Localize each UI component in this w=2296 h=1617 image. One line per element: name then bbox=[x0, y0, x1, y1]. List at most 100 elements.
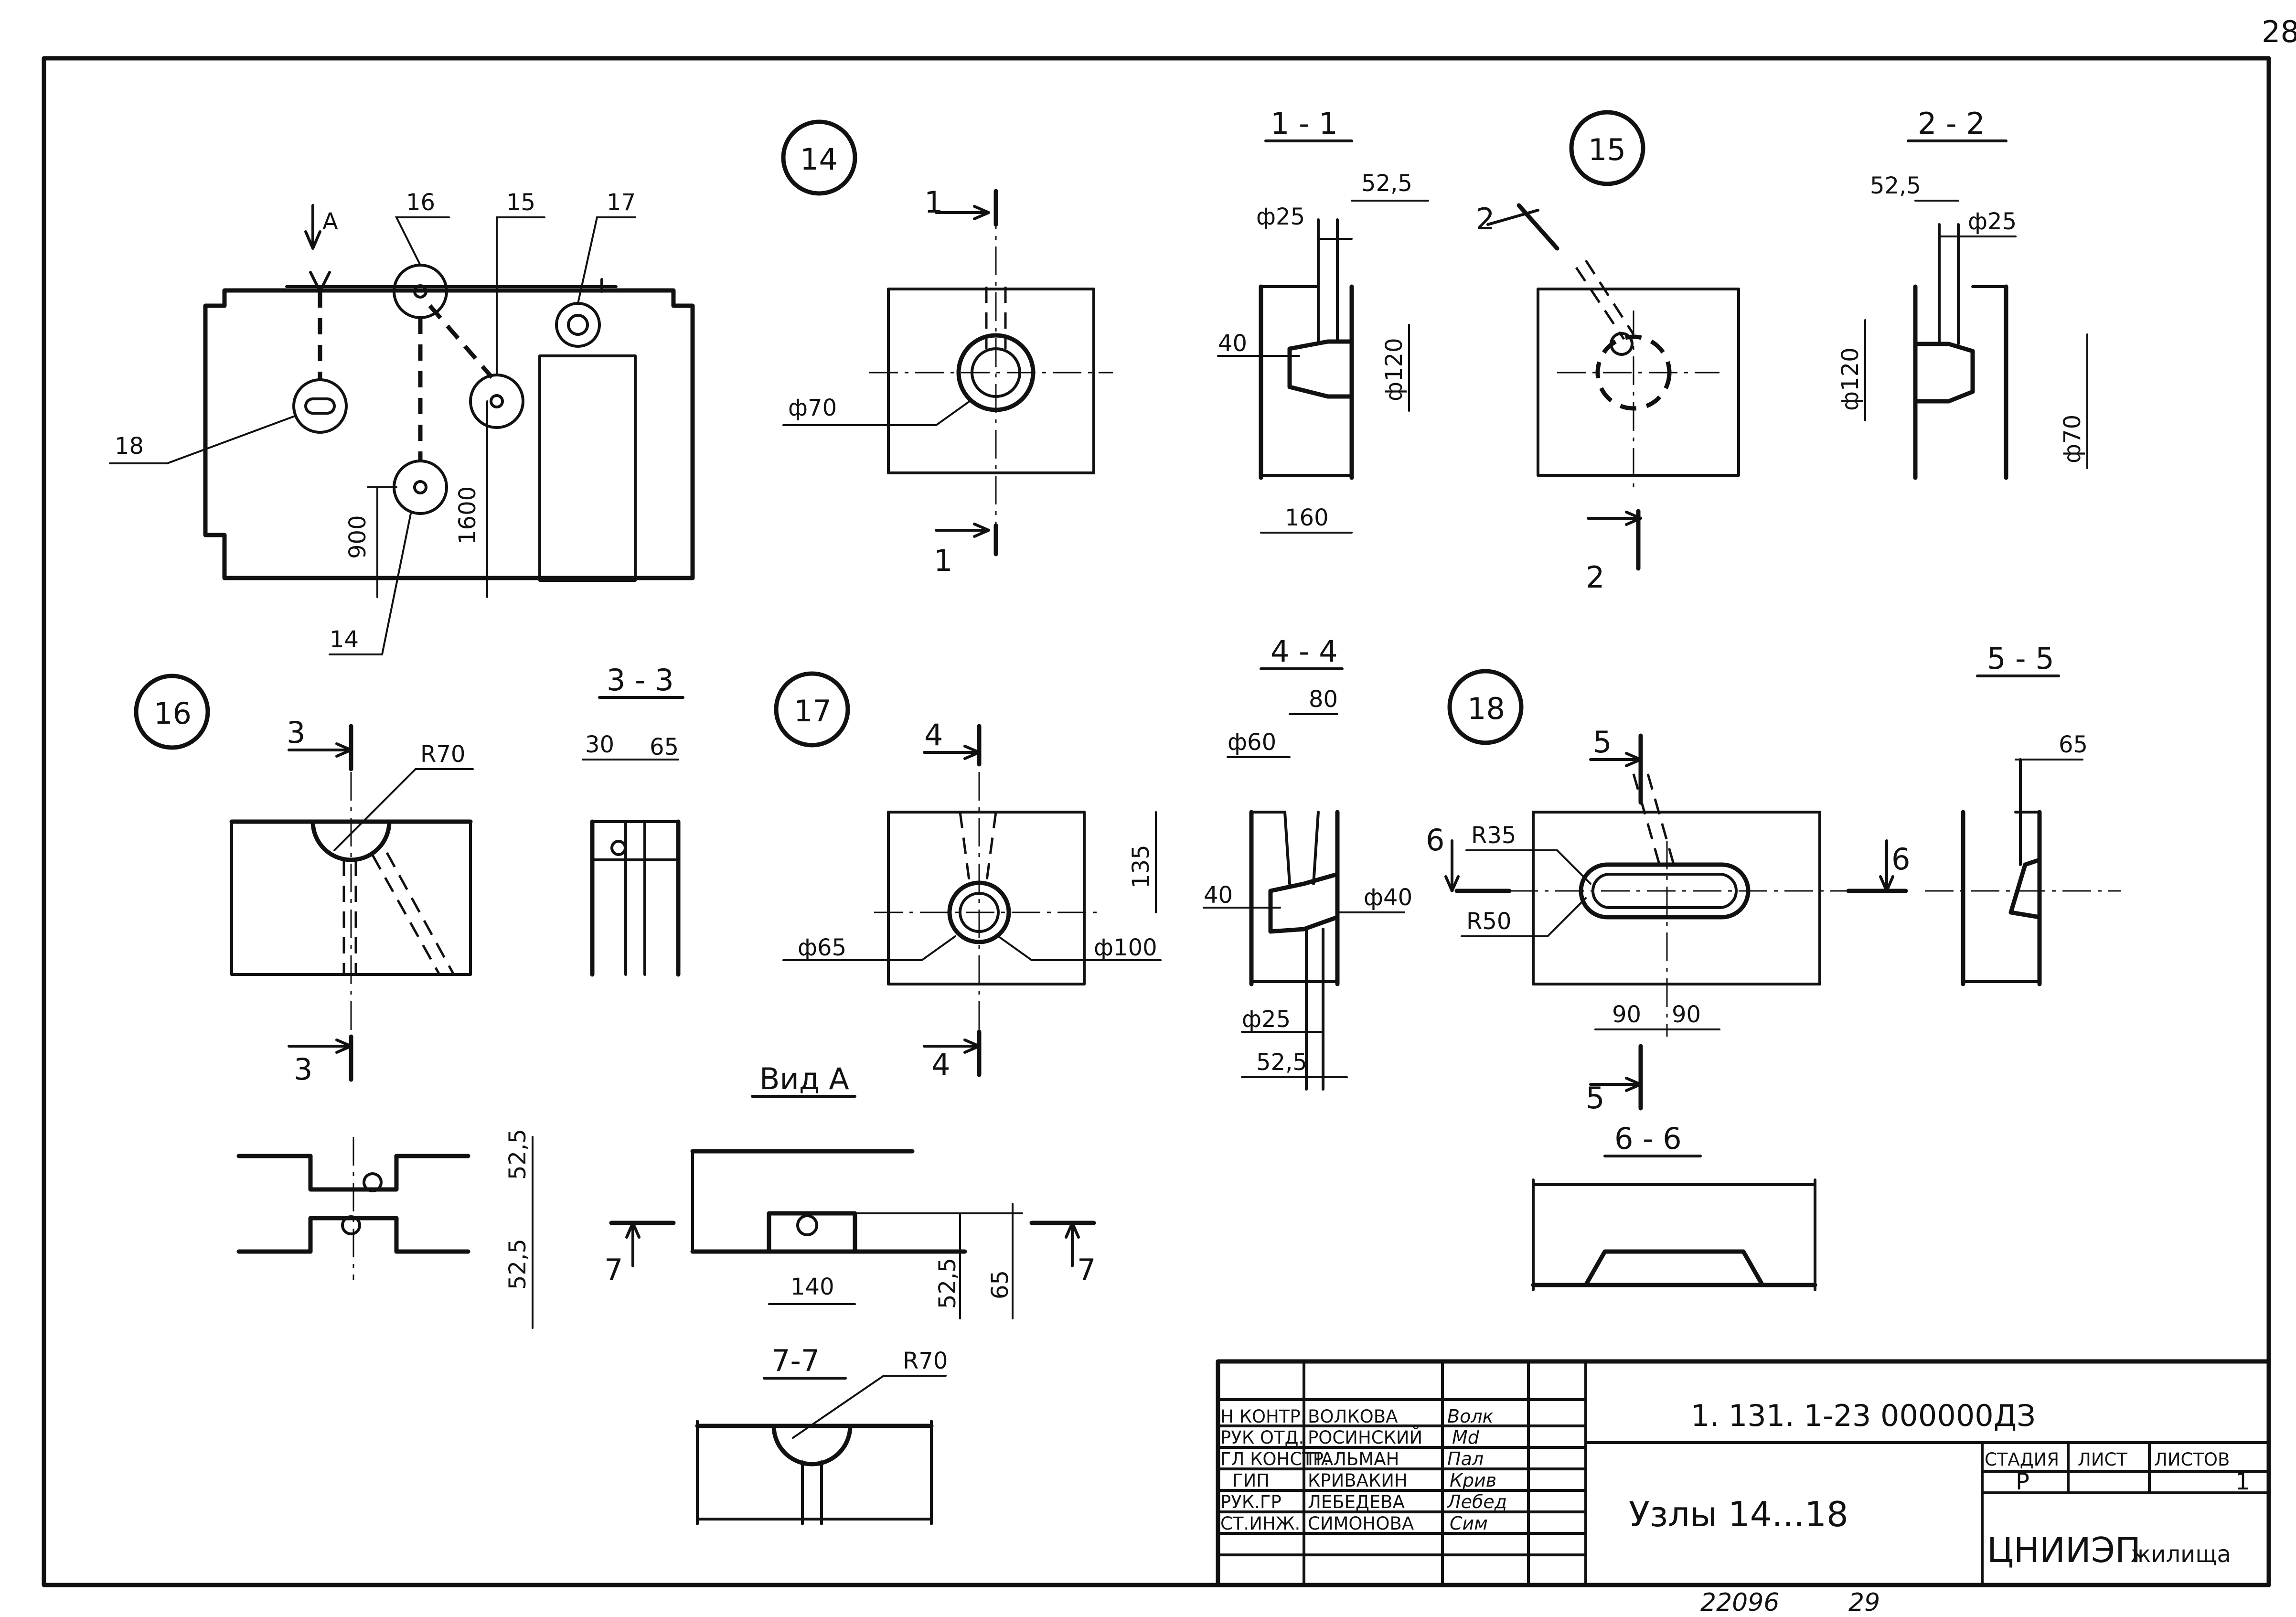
node-15-cut-top: 2 bbox=[1476, 202, 1495, 236]
section-4-4-dim-40: 40 bbox=[1204, 882, 1233, 909]
node-14-cut-bottom: 1 bbox=[934, 543, 952, 578]
node-17-detail: 17 4 4 135 ф65 ф100 bbox=[774, 671, 1162, 1082]
node-14-detail: 14 1 1 ф70 bbox=[781, 119, 1113, 578]
signature-6: Сим bbox=[1450, 1513, 1488, 1534]
plan-view: A 16 15 17 18 14 900 1600 bbox=[109, 189, 695, 655]
section-1-1: 1 - 1 ф25 52,5 40 ф120 160 bbox=[1217, 106, 1429, 534]
section-1-1-dim-40: 40 bbox=[1218, 330, 1247, 357]
node-16-detail: 16 3 3 R70 bbox=[134, 674, 474, 1087]
section-3-3-dim-30: 30 bbox=[585, 731, 614, 758]
node-17-dim-f100: ф100 bbox=[1094, 934, 1157, 961]
role-gl-konstr: ГЛ КОНСТР. bbox=[1220, 1449, 1329, 1469]
node-15-cut-bottom: 2 bbox=[1586, 560, 1604, 595]
section-2-2-dim-f25: ф25 bbox=[1968, 208, 2017, 235]
sheet-frame bbox=[42, 56, 2271, 1587]
node-17-bubble bbox=[774, 671, 850, 748]
node-16-bubble bbox=[134, 674, 210, 750]
node-17-marker bbox=[555, 302, 601, 348]
name-palman: ПАЛЬМАН bbox=[1308, 1449, 1399, 1469]
node-18-cut6-left: 6 bbox=[1426, 823, 1444, 857]
section-1-1-dim-f120: ф120 bbox=[1381, 338, 1408, 401]
node-18-detail: 18 5 5 6 6 R35 R50 90 90 bbox=[1426, 669, 1910, 1115]
section-3-3-title: 3 - 3 bbox=[607, 663, 674, 697]
section-6-6: 6 - 6 bbox=[1531, 1121, 1817, 1291]
plan-dim-900: 900 bbox=[344, 515, 371, 559]
signature-2: Мd bbox=[1452, 1427, 1480, 1448]
node-15-detail: 15 2 2 bbox=[1476, 110, 1740, 595]
node-16-number: 16 bbox=[154, 696, 192, 731]
node-15-bubble bbox=[1569, 110, 1645, 186]
section-4-4-dim-f40: ф40 bbox=[1364, 884, 1412, 911]
inventory-number: 22096 bbox=[1700, 1588, 1779, 1617]
role-n-kontr: Н КОНТР. bbox=[1220, 1406, 1306, 1427]
node-17-dim-f65: ф65 bbox=[798, 934, 846, 961]
section-4-4: 4 - 4 80 ф60 40 ф40 ф25 52,5 bbox=[1203, 634, 1412, 1091]
name-simonova: СИМОНОВА bbox=[1308, 1513, 1414, 1534]
name-rosinsky: РОСИНСКИЙ bbox=[1308, 1427, 1422, 1448]
node-17-number: 17 bbox=[794, 694, 832, 728]
section-1-1-title: 1 - 1 bbox=[1271, 106, 1338, 141]
header-sheet: ЛИСТ bbox=[2078, 1449, 2127, 1470]
section-4-4-dim-f25: ф25 bbox=[1242, 1006, 1291, 1033]
header-sheets: ЛИСТОВ bbox=[2154, 1449, 2230, 1470]
signature-3: Пал bbox=[1447, 1448, 1484, 1469]
node-18-dim-90-left: 90 bbox=[1612, 1001, 1641, 1028]
node-18-cut5-top: 5 bbox=[1593, 725, 1612, 760]
section-4-4-dim-80: 80 bbox=[1309, 686, 1338, 713]
node-18-marker bbox=[292, 378, 348, 434]
node-16-cut-bottom: 3 bbox=[294, 1052, 312, 1087]
header-stage: СТАДИЯ bbox=[1985, 1449, 2059, 1470]
section-5-5: 5 - 5 65 bbox=[1925, 641, 2121, 986]
role-gip: ГИП bbox=[1232, 1470, 1270, 1491]
section-2-2-dim-f70: ф70 bbox=[2059, 415, 2086, 463]
plan-label-18: 18 bbox=[115, 433, 144, 460]
inventory-suffix: 29 bbox=[1848, 1588, 1880, 1617]
node-14-dim-f70: ф70 bbox=[788, 395, 837, 421]
view-a-dim-65: 65 bbox=[987, 1270, 1014, 1299]
name-krivakin: КРИВАКИН bbox=[1308, 1470, 1408, 1491]
node-15-marker bbox=[469, 374, 524, 429]
strip-dim-52-5-top: 52,5 bbox=[504, 1129, 531, 1180]
name-lebedeva: ЛЕБЕДЕВА bbox=[1308, 1492, 1405, 1512]
window-opening bbox=[538, 354, 637, 582]
title-block: Н КОНТР. РУК ОТД. ГЛ КОНСТР. ГИП РУК.ГР … bbox=[1216, 1359, 2271, 1587]
node-16-dim-r70: R70 bbox=[420, 741, 465, 768]
signature-4: Крив bbox=[1450, 1470, 1496, 1491]
node-17-cut-top: 4 bbox=[924, 717, 943, 752]
view-a-dim-52-5: 52,5 bbox=[934, 1258, 961, 1309]
node-18-cut6-right: 6 bbox=[1891, 842, 1910, 877]
section-2-2-dim-f120: ф120 bbox=[1837, 347, 1864, 411]
section-7-7-arc bbox=[771, 1424, 853, 1467]
node-18-dim-r50: R50 bbox=[1466, 908, 1511, 935]
node-15-number: 15 bbox=[1588, 132, 1626, 167]
role-ruk-otd: РУК ОТД. bbox=[1220, 1427, 1304, 1448]
section-2-2-dim-52-5: 52,5 bbox=[1870, 172, 1921, 199]
plan-label-14: 14 bbox=[330, 626, 359, 653]
sheets-total: 1 bbox=[2235, 1468, 2250, 1495]
node-14-bubble bbox=[781, 119, 857, 196]
section-4-4-title: 4 - 4 bbox=[1271, 634, 1338, 669]
section-4-4-dim-f60: ф60 bbox=[1228, 729, 1276, 756]
organization-name: ЦНИИЭП bbox=[1987, 1530, 2141, 1570]
node-18-dim-r35: R35 bbox=[1471, 822, 1516, 849]
node-14-marker bbox=[393, 460, 448, 515]
name-volkova: ВОЛКОВА bbox=[1308, 1406, 1398, 1427]
drawing-title: Узлы 14...18 bbox=[1629, 1494, 1848, 1534]
plan-label-15: 15 bbox=[506, 189, 535, 216]
role-st-inzh: СТ.ИНЖ. bbox=[1220, 1513, 1300, 1534]
stage-value: Р bbox=[2016, 1468, 2029, 1495]
signature-1: Волк bbox=[1447, 1406, 1494, 1427]
node-18-dim-90-right: 90 bbox=[1672, 1001, 1701, 1028]
view-a-cut-left: 7 bbox=[604, 1253, 623, 1287]
view-a-title: Вид А bbox=[759, 1061, 849, 1096]
section-6-6-title: 6 - 6 bbox=[1614, 1121, 1682, 1156]
plan-dim-1600: 1600 bbox=[454, 486, 481, 545]
section-1-1-dim-f25: ф25 bbox=[1256, 203, 1305, 230]
view-a-dim-140: 140 bbox=[790, 1274, 834, 1300]
section-1-1-dim-160: 160 bbox=[1285, 504, 1329, 531]
plan-view-marker: A bbox=[322, 208, 338, 235]
section-4-4-dim-52-5: 52,5 bbox=[1256, 1049, 1307, 1076]
node-14-number: 14 bbox=[800, 142, 838, 177]
plan-outline bbox=[203, 288, 695, 580]
plan-label-17: 17 bbox=[607, 189, 636, 216]
